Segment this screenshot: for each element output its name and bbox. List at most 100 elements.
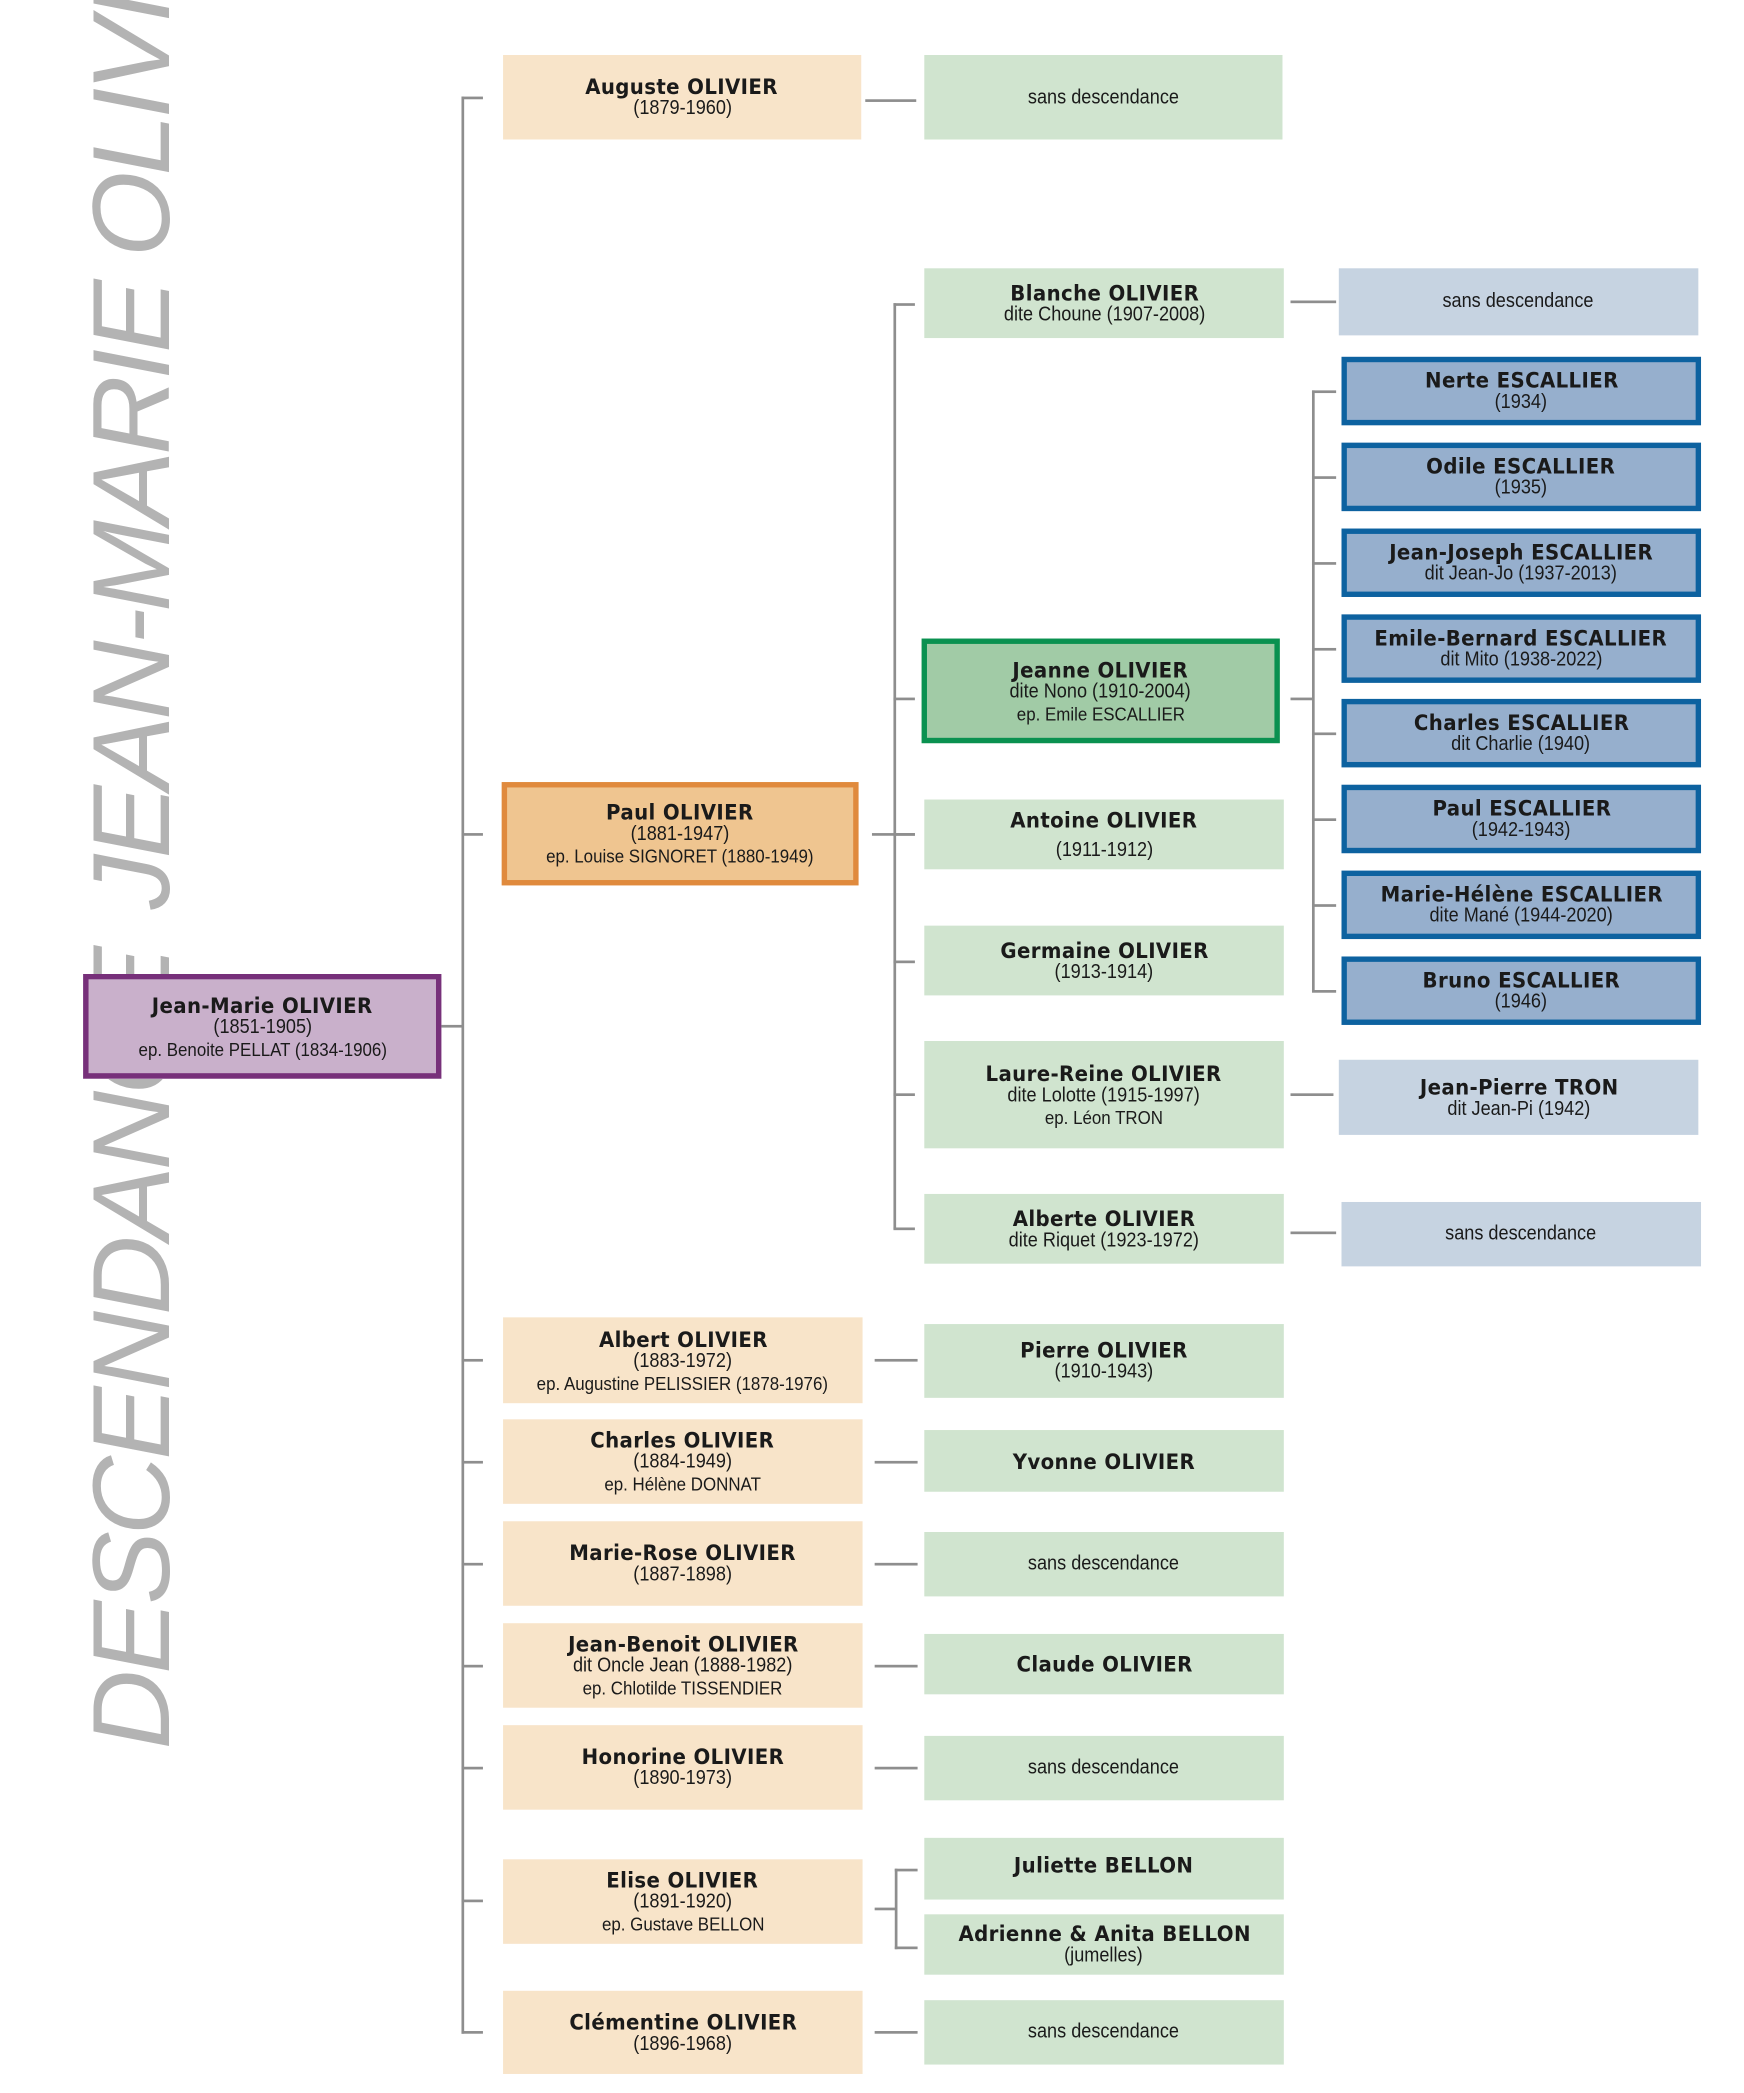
person-box-gen1: Elise OLIVIER (1891-1920) ep. Gustave BE… — [503, 1859, 863, 1944]
person-name: Honorine OLIVIER — [581, 1743, 785, 1770]
person-detail: ep. Gustave BELLON — [601, 1912, 765, 1935]
person-name: Laure-Reine OLIVIER — [986, 1060, 1223, 1086]
connector — [893, 833, 915, 836]
person-name: Auguste OLIVIER — [585, 73, 779, 100]
person-name: Bruno ESCALLIER — [1422, 967, 1621, 993]
person-detail: (1934) — [1495, 390, 1548, 414]
person-box-root: Jean-Marie OLIVIER (1851-1905) ep. Benoi… — [83, 973, 442, 1079]
person-name: Albert OLIVIER — [598, 1326, 768, 1352]
person-box-gen1: Marie-Rose OLIVIER (1887-1898) — [503, 1521, 863, 1606]
person-name: Emile-Bernard ESCALLIER — [1374, 625, 1668, 651]
connector — [461, 1664, 483, 1668]
person-box-gen3: Bruno ESCALLIER (1946) — [1341, 956, 1702, 1025]
no-descendants-box: sans descendance — [924, 1735, 1284, 1801]
connector — [893, 697, 915, 701]
connector — [893, 960, 915, 964]
person-name: Marie-Rose OLIVIER — [569, 1540, 797, 1566]
connector — [1311, 818, 1337, 821]
person-name: Juliette BELLON — [1014, 1851, 1194, 1878]
connector — [1290, 300, 1337, 304]
no-descendants-label: sans descendance — [1028, 1756, 1180, 1779]
person-detail: ep. Benoite PELLAT (1834-1906) — [138, 1037, 387, 1060]
connector — [1290, 697, 1312, 701]
connector — [1311, 390, 1337, 394]
connector — [893, 303, 915, 306]
person-box-gen3: Charles ESCALLIER dit Charlie (1940) — [1341, 698, 1702, 768]
person-name: Nerte ESCALLIER — [1424, 367, 1619, 394]
person-detail: dite Mané (1944-2020) — [1429, 904, 1613, 927]
person-detail: (1883-1972) — [633, 1348, 733, 1372]
person-detail: dite Riquet (1923-1972) — [1008, 1228, 1200, 1251]
no-descendants-label: sans descendance — [1027, 85, 1179, 108]
person-box-gen1-highlight: Paul OLIVIER (1881-1947) ep. Louise SIGN… — [501, 782, 859, 886]
person-detail: (1881-1947) — [630, 822, 730, 846]
person-detail: ep. Léon TRON — [1045, 1106, 1164, 1128]
person-detail: ep. Louise SIGNORET (1880-1949) — [546, 845, 814, 867]
person-name: Blanche OLIVIER — [1009, 279, 1199, 306]
person-box-gen2: Germaine OLIVIER (1913-1914) — [924, 925, 1284, 996]
person-detail: (1911-1912) — [1055, 837, 1153, 861]
connector — [461, 1358, 483, 1362]
person-detail: (1851-1905) — [212, 1014, 312, 1038]
person-box-gen2: Claude OLIVIER — [924, 1633, 1284, 1695]
person-box-gen1: Clémentine OLIVIER (1896-1968) — [503, 1990, 863, 2074]
person-detail: (1890-1973) — [633, 1766, 733, 1790]
no-descendants-label: sans descendance — [1443, 289, 1595, 313]
person-name: Charles ESCALLIER — [1413, 709, 1629, 736]
connector — [461, 96, 465, 2034]
person-box-gen1: Albert OLIVIER (1883-1972) ep. Augustine… — [503, 1317, 863, 1404]
person-name: Jean-Pierre TRON — [1419, 1073, 1618, 1100]
connector — [461, 1562, 483, 1566]
person-name: Adrienne & Anita BELLON — [957, 1921, 1251, 1947]
person-box-gen2: Antoine OLIVIER (1911-1912) — [924, 799, 1284, 870]
connector — [893, 1227, 915, 1231]
person-detail: dit Mito (1938-2022) — [1440, 647, 1603, 671]
no-descendants-box: sans descendance — [1338, 268, 1699, 336]
person-detail: dite Lolotte (1915-1997) — [1007, 1083, 1201, 1107]
no-descendants-label: sans descendance — [1028, 1552, 1180, 1575]
title-line1: JEAN-MARIE OLIVIER — [71, 0, 194, 910]
connector — [461, 1460, 483, 1464]
connector — [894, 1946, 918, 1950]
person-detail: (1879-1960) — [632, 96, 732, 120]
connector — [874, 1358, 918, 1362]
person-name: Elise OLIVIER — [606, 1867, 759, 1893]
person-detail: ep. Augustine PELISSIER (1878-1976) — [537, 1371, 829, 1394]
person-name: Odile ESCALLIER — [1426, 453, 1616, 479]
person-detail: (1942-1943) — [1471, 818, 1571, 842]
person-detail: ep. Chlotilde TISSENDIER — [582, 1676, 783, 1699]
person-name: Pierre OLIVIER — [1020, 1337, 1188, 1363]
connector — [893, 1093, 915, 1097]
person-detail: (1910-1943) — [1054, 1360, 1154, 1384]
person-name: Jean-Joseph ESCALLIER — [1389, 539, 1654, 565]
person-box-gen1: Honorine OLIVIER (1890-1973) — [503, 1725, 863, 1810]
person-box-gen1: Charles OLIVIER (1884-1949) ep. Hélène D… — [503, 1419, 863, 1504]
person-detail: dit Jean-Pi (1942) — [1447, 1096, 1591, 1120]
person-box-gen3: Jean-Joseph ESCALLIER dit Jean-Jo (1937-… — [1341, 528, 1702, 597]
person-detail: dit Oncle Jean (1888-1982) — [573, 1654, 793, 1677]
person-box-gen2: Adrienne & Anita BELLON (jumelles) — [924, 1914, 1284, 1975]
person-box-gen2: Alberte OLIVIER dite Riquet (1923-1972) — [924, 1193, 1284, 1264]
person-box-gen3: Jean-Pierre TRON dit Jean-Pi (1942) — [1338, 1059, 1699, 1135]
person-detail: (1896-1968) — [633, 2031, 733, 2055]
no-descendants-label: sans descendance — [1445, 1222, 1597, 1245]
connector — [894, 1868, 898, 1950]
person-box-gen3: Emile-Bernard ESCALLIER dit Mito (1938-2… — [1341, 614, 1702, 683]
person-name: Germaine OLIVIER — [999, 937, 1209, 963]
person-box-gen3: Nerte ESCALLIER (1934) — [1341, 356, 1702, 426]
person-detail: ep. Hélène DONNAT — [604, 1472, 762, 1495]
person-name: Jeanne OLIVIER — [1012, 656, 1189, 683]
person-detail: dit Jean-Jo (1937-2013) — [1425, 562, 1618, 585]
connector — [1311, 904, 1337, 907]
no-descendants-box: sans descendance — [924, 55, 1283, 140]
person-detail: ep. Emile ESCALLIER — [1016, 702, 1185, 724]
connector — [894, 1868, 918, 1872]
connector — [1311, 476, 1337, 479]
person-box-gen2: Laure-Reine OLIVIER dite Lolotte (1915-1… — [924, 1041, 1284, 1149]
person-name: Antoine OLIVIER — [1010, 806, 1198, 833]
connector — [1311, 562, 1337, 565]
person-detail: dite Nono (1910-2004) — [1010, 679, 1192, 703]
person-detail: (1946) — [1495, 990, 1548, 1013]
person-detail: dit Charlie (1940) — [1451, 732, 1591, 756]
person-name: Jean-Benoit OLIVIER — [567, 1631, 799, 1657]
